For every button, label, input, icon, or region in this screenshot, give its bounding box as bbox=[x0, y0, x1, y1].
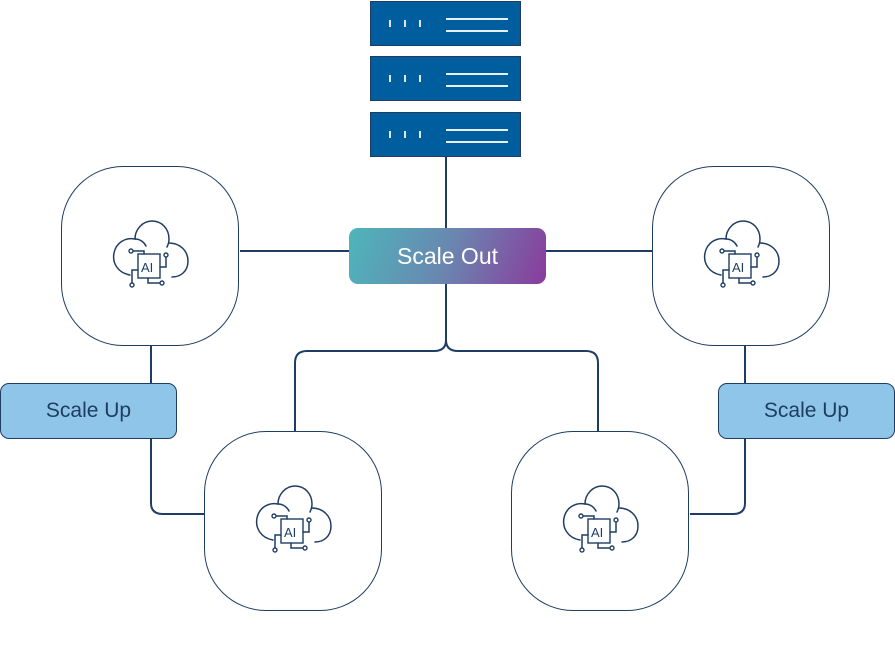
server-unit bbox=[370, 1, 521, 46]
scale-out-label: Scale Out bbox=[397, 242, 498, 269]
server-vent-line bbox=[446, 73, 508, 75]
server-vent-line bbox=[446, 85, 508, 87]
svg-text:AI: AI bbox=[732, 260, 744, 275]
ai-node-bottom-left: AI bbox=[204, 431, 382, 611]
svg-text:AI: AI bbox=[591, 525, 603, 540]
scale-up-box-right: Scale Up bbox=[718, 383, 895, 439]
line-scale-up-to-bottom-left bbox=[150, 439, 204, 515]
server-led-icon bbox=[389, 20, 391, 27]
ai-node-bottom-right: AI bbox=[511, 431, 689, 611]
cloud-ai-icon: AI bbox=[703, 220, 780, 288]
server-led-icon bbox=[389, 131, 391, 138]
line-scale-out-to-bottom-left bbox=[294, 284, 447, 431]
ai-node-top-left: AI bbox=[61, 166, 239, 346]
cloud-ai-icon: AI bbox=[255, 485, 332, 553]
server-led-icon bbox=[404, 20, 406, 27]
server-vent-line bbox=[446, 30, 508, 32]
server-led-icon bbox=[389, 75, 391, 82]
server-unit bbox=[370, 112, 521, 157]
server-unit bbox=[370, 56, 521, 101]
server-vent-line bbox=[446, 18, 508, 20]
scale-up-label: Scale Up bbox=[763, 399, 850, 422]
server-led-icon bbox=[419, 20, 421, 27]
scale-out-box: Scale Out bbox=[349, 228, 546, 284]
scale-up-label: Scale Up bbox=[45, 399, 132, 422]
server-vent-line bbox=[446, 129, 508, 131]
cloud-ai-icon: AI bbox=[562, 485, 639, 553]
svg-text:AI: AI bbox=[284, 525, 296, 540]
line-scale-out-to-bottom-right bbox=[445, 339, 599, 431]
server-led-icon bbox=[404, 75, 406, 82]
svg-text:AI: AI bbox=[141, 260, 153, 275]
line-scale-up-to-bottom-right bbox=[690, 439, 746, 515]
server-led-icon bbox=[419, 131, 421, 138]
server-vent-line bbox=[446, 141, 508, 143]
ai-node-top-right: AI bbox=[652, 166, 830, 346]
cloud-ai-icon: AI bbox=[112, 220, 189, 288]
server-led-icon bbox=[419, 75, 421, 82]
server-led-icon bbox=[404, 131, 406, 138]
scale-up-box-left: Scale Up bbox=[0, 383, 177, 439]
